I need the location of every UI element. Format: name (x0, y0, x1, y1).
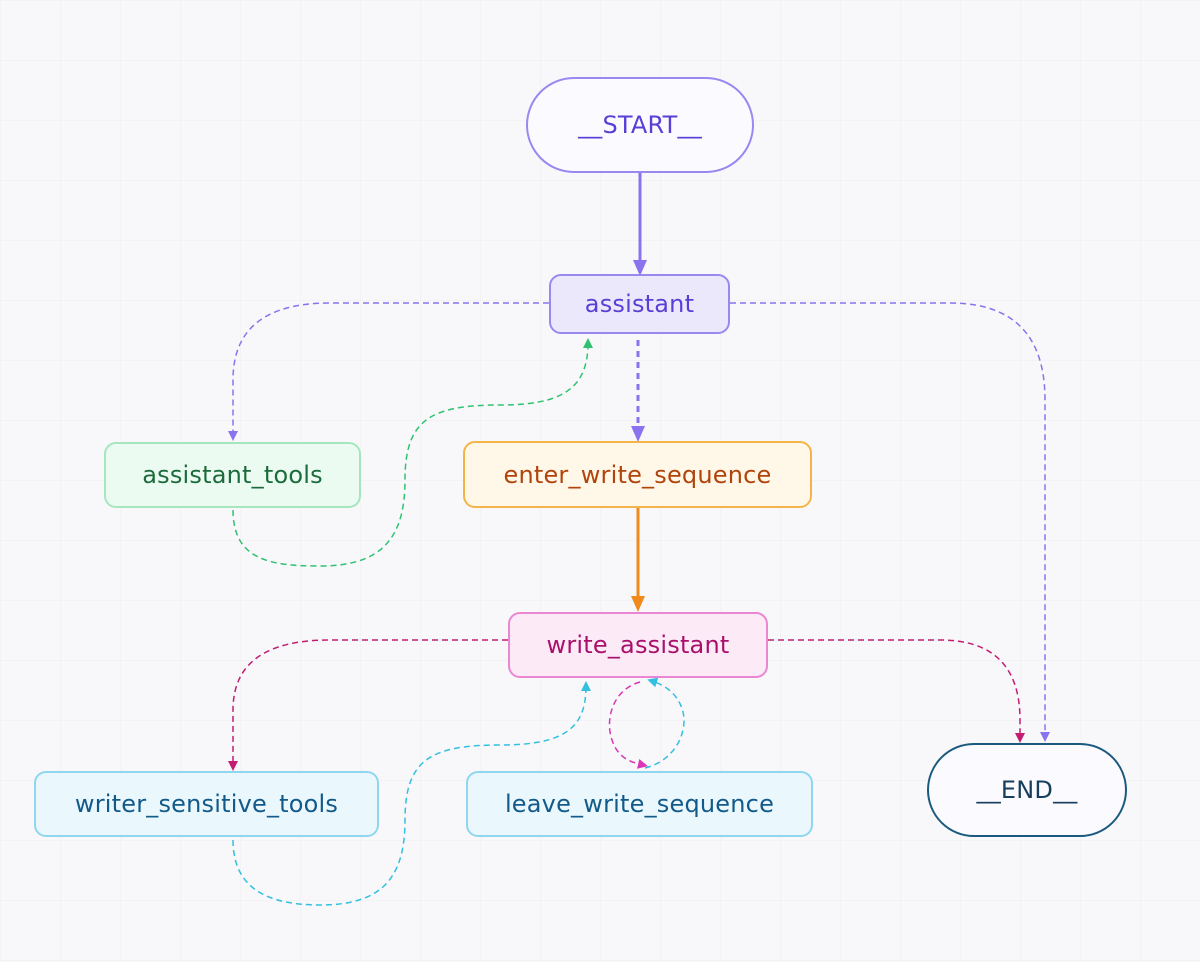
node-writer-sensitive-tools[interactable]: writer_sensitive_tools (34, 771, 379, 837)
edge-write-assistant-to-writer-sensitive-tools (228, 639, 508, 771)
node-enter-write-sequence[interactable]: enter_write_sequence (463, 441, 812, 508)
edge-write-assistant-to-end (768, 639, 1025, 743)
node-start[interactable]: __START__ (526, 77, 754, 173)
node-write-assistant[interactable]: write_assistant (508, 612, 768, 678)
edge-leave-write-sequence-to-write-assistant (644, 677, 685, 769)
edge-assistant-to-assistant-tools (228, 302, 549, 441)
node-assistant-tools[interactable]: assistant_tools (104, 442, 361, 508)
edge-write-assistant-to-leave-write-sequence (608, 681, 648, 769)
node-assistant[interactable]: assistant (549, 274, 730, 334)
edge-writer-sensitive-tools-to-write-assistant (232, 681, 591, 906)
node-end[interactable]: __END__ (927, 743, 1127, 837)
edge-assistant-to-end (730, 302, 1050, 742)
edge-assistant-tools-to-assistant (232, 338, 593, 567)
node-leave-write-sequence[interactable]: leave_write_sequence (466, 771, 813, 837)
